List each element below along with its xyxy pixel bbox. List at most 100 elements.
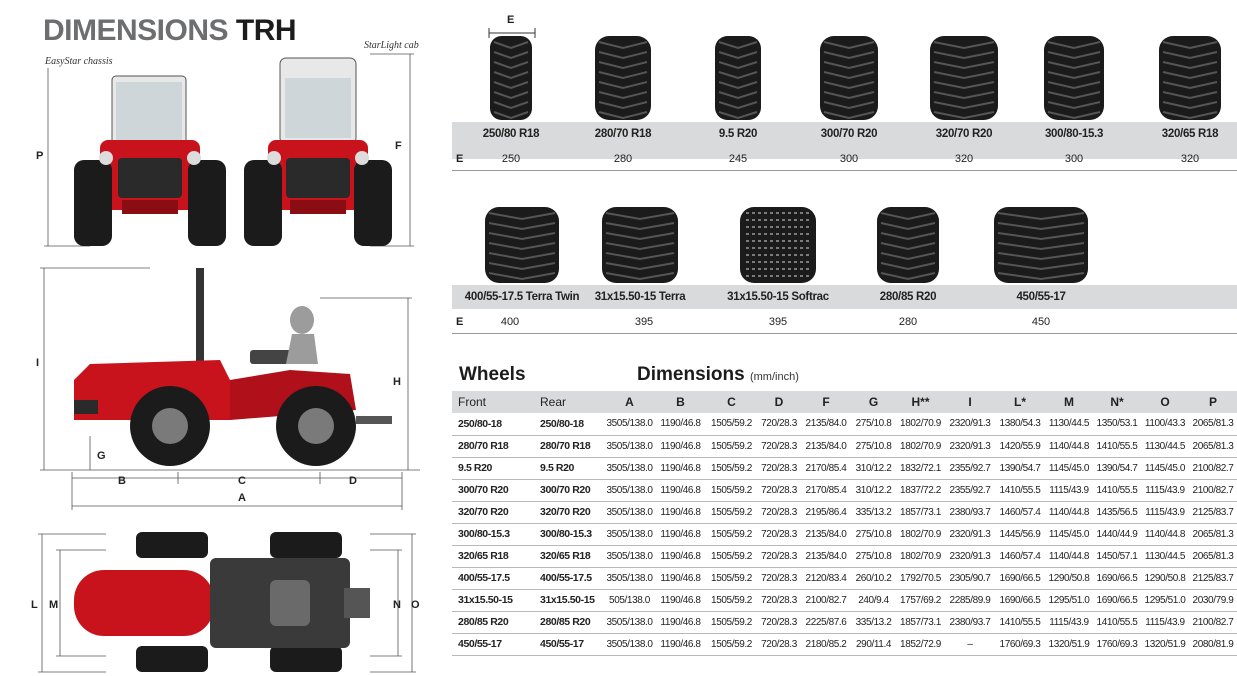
dimension-cell: 1440/44.9 xyxy=(1093,523,1141,546)
rear-tyre-cell: 450/55-17 xyxy=(534,633,604,656)
tractor-top xyxy=(74,532,370,672)
col-header: M xyxy=(1045,391,1093,413)
title-model: TRH xyxy=(235,14,297,47)
dimension-cell: 1410/55.5 xyxy=(995,611,1045,634)
tyre-image xyxy=(600,205,680,290)
tyre-name: 320/70 R20 xyxy=(935,128,993,140)
tyre-gallery-row-2: 400/55-17.5 Terra Twin 400 31x15.50-15 Ter… xyxy=(452,195,1237,335)
dimension-cell: 1505/59.2 xyxy=(706,413,757,436)
dimension-cell: 1505/59.2 xyxy=(706,633,757,656)
dimension-cell: 1857/73.1 xyxy=(896,501,945,524)
dimension-cell: 1190/46.8 xyxy=(655,457,706,480)
col-header: H** xyxy=(896,391,945,413)
dimension-cell: 1690/66.5 xyxy=(995,589,1045,612)
dimension-cell: 1380/54.3 xyxy=(995,413,1045,436)
dimension-cell: 720/28.3 xyxy=(757,457,801,480)
front-tyre-cell: 400/55-17.5 xyxy=(452,567,534,590)
dimension-cell: 1145/45.0 xyxy=(1141,457,1189,480)
dimension-cell: 1190/46.8 xyxy=(655,413,706,436)
dimension-cell: 3505/138.0 xyxy=(604,479,655,502)
dimensions-title: Dimensions (mm/inch) xyxy=(637,364,799,386)
dimension-cell: 2380/93.7 xyxy=(945,501,995,524)
dimension-cell: 720/28.3 xyxy=(757,545,801,568)
col-header: C xyxy=(706,391,757,413)
dimension-cell: 3505/138.0 xyxy=(604,523,655,546)
front-tyre-cell: 320/70 R20 xyxy=(452,501,534,524)
dimension-cell: 1190/46.8 xyxy=(655,435,706,458)
tyre-e-value: 320 xyxy=(1180,153,1200,165)
dimension-cell: 1690/66.5 xyxy=(1093,567,1141,590)
dimension-cell: 1100/43.3 xyxy=(1141,413,1189,436)
tyre-e-value: 245 xyxy=(728,153,748,165)
dimension-cell: 1450/57.1 xyxy=(1093,545,1141,568)
e-row-label-1: E xyxy=(456,153,464,165)
dimension-cell: 1757/69.2 xyxy=(896,589,945,612)
dimension-cell: 2120/83.4 xyxy=(801,567,851,590)
dimension-cell: 2180/85.2 xyxy=(801,633,851,656)
top-view-drawing xyxy=(38,532,416,673)
rear-tyre-cell: 300/80-15.3 xyxy=(534,523,604,546)
dimension-cell: 1505/59.2 xyxy=(706,479,757,502)
wheels-title: Wheels xyxy=(459,364,526,385)
dimension-cell: 2100/82.7 xyxy=(801,589,851,612)
dim-label-m: M xyxy=(49,599,59,611)
tyre-name: 400/55-17.5 Terra Twin xyxy=(464,291,580,303)
rear-tyre-cell: 400/55-17.5 xyxy=(534,567,604,590)
dimension-cell: 1115/43.9 xyxy=(1141,611,1189,634)
dimension-cell: 1145/45.0 xyxy=(1045,523,1093,546)
dimension-cell: 335/13.2 xyxy=(851,501,896,524)
dimension-cell: 1802/70.9 xyxy=(896,545,945,568)
dimensions-title-text: Dimensions xyxy=(637,364,745,385)
dimension-cell: 2320/91.3 xyxy=(945,435,995,458)
chassis-label-left: EasyStar chassis xyxy=(45,56,113,67)
dimension-cell: 2125/83.7 xyxy=(1189,567,1237,590)
tyre-image xyxy=(713,34,763,127)
tyre-name: 320/65 R18 xyxy=(1161,128,1219,140)
dimension-cell: 1505/59.2 xyxy=(706,545,757,568)
dimension-cell: 720/28.3 xyxy=(757,413,801,436)
dimension-cell: 1802/70.9 xyxy=(896,435,945,458)
dimension-cell: 3505/138.0 xyxy=(604,501,655,524)
tyre-image xyxy=(738,205,818,290)
dimension-cell: 335/13.2 xyxy=(851,611,896,634)
dimension-cell: 720/28.3 xyxy=(757,611,801,634)
dimension-cell: 1290/50.8 xyxy=(1045,567,1093,590)
tyre-e-value: 280 xyxy=(613,153,633,165)
dimension-cell: 2125/83.7 xyxy=(1189,501,1237,524)
front-tyre-cell: 250/80-18 xyxy=(452,413,534,436)
dimension-cell: 1460/57.4 xyxy=(995,501,1045,524)
rear-tyre-cell: 9.5 R20 xyxy=(534,457,604,480)
tyre-e-value: 400 xyxy=(500,316,520,328)
tyre-name: 31x15.50-15 Terra xyxy=(594,291,686,303)
tyre-name-band-2 xyxy=(452,285,1237,309)
dimension-cell: 1390/54.7 xyxy=(995,457,1045,480)
dimension-cell: 3505/138.0 xyxy=(604,567,655,590)
tyre-name-band-1 xyxy=(452,122,1237,159)
dimension-cell: 1130/44.5 xyxy=(1045,413,1093,436)
dimension-cell: 2170/85.4 xyxy=(801,479,851,502)
dimension-cell: 1290/50.8 xyxy=(1141,567,1189,590)
dimension-cell: 2100/82.7 xyxy=(1189,611,1237,634)
front-tyre-cell: 300/80-15.3 xyxy=(452,523,534,546)
side-view-drawing xyxy=(40,267,420,510)
dimension-cell: – xyxy=(945,633,995,656)
dimension-cell: 1130/44.5 xyxy=(1141,545,1189,568)
dimension-cell: 240/9.4 xyxy=(851,589,896,612)
rear-tyre-cell: 280/70 R18 xyxy=(534,435,604,458)
tyre-image xyxy=(818,34,880,127)
dimension-cell: 1505/59.2 xyxy=(706,501,757,524)
dimension-cell: 1140/44.8 xyxy=(1045,435,1093,458)
dimension-cell: 1190/46.8 xyxy=(655,589,706,612)
dimension-cell: 1115/43.9 xyxy=(1045,611,1093,634)
tractor-side xyxy=(74,268,392,466)
tyre-image xyxy=(483,205,561,290)
